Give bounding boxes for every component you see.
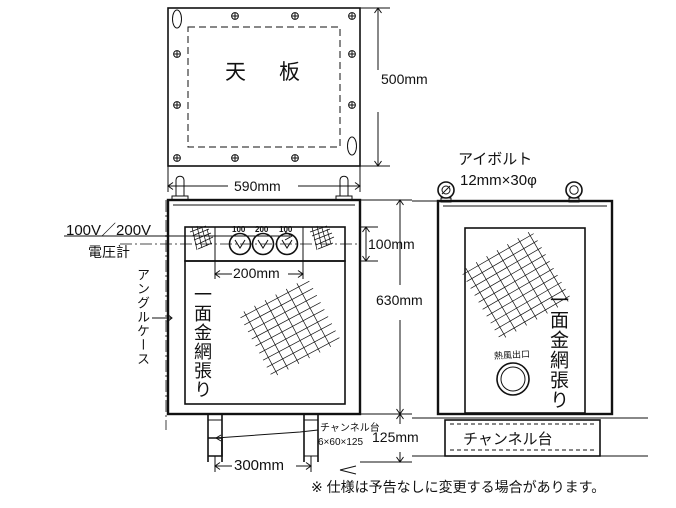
dim-label-100mm: 100mm: [368, 236, 415, 252]
eyebolt-title-label: アイボルト: [458, 151, 533, 168]
side-eyebolts: [437, 181, 583, 203]
panel-mesh-right: [309, 225, 335, 251]
dim-label-500mm: 500mm: [381, 71, 428, 87]
dim-label-200mm: 200mm: [233, 265, 280, 281]
dim-590mm: [167, 166, 361, 192]
channel-base-left-label: チャンネル台: [320, 423, 380, 434]
meter-scale-3: 100: [279, 225, 293, 234]
dim-label-300mm: 300mm: [234, 457, 285, 474]
voltage-label: 100V／200V: [66, 222, 152, 239]
dim-200mm: [214, 261, 304, 279]
dim-label-630mm: 630mm: [376, 292, 423, 308]
dim-100mm: [360, 226, 378, 262]
channel-base-spec-label: 6×60×125: [318, 437, 364, 448]
topview-title: 天 板: [225, 61, 306, 84]
channel-base-right-label: チャンネル台: [463, 431, 553, 448]
side-view-group: [412, 181, 648, 457]
side-mesh-label: 一面金網張り: [547, 290, 568, 410]
top-view-group: [167, 7, 361, 167]
dim-label-125mm: 125mm: [372, 429, 419, 445]
hot-air-outlet-label: 熱風出口: [493, 350, 531, 362]
footnote: ※ 仕様は予告なしに変更する場合があります。: [311, 479, 606, 495]
angle-case-leader: [152, 200, 173, 430]
side-door-mesh: [462, 231, 570, 338]
front-mesh-label: 一面金網張り: [192, 285, 212, 399]
dim-125mm: [360, 413, 412, 463]
meter-scale-1: 100: [232, 225, 246, 234]
voltmeter-label: 電圧計: [88, 244, 130, 260]
dim-label-590mm: 590mm: [234, 178, 281, 194]
eyebolt-spec-label: 12mm×30φ: [460, 172, 537, 189]
hot-air-outlet-circle: [496, 362, 530, 396]
front-door-mesh: [240, 280, 340, 376]
dim-300mm: [214, 456, 312, 472]
angle-case-label: アングルケース: [135, 268, 150, 366]
dim-500mm: [360, 7, 390, 167]
front-legs: [207, 414, 319, 462]
voltage-feed-line: [64, 231, 360, 245]
panel-mesh-left: [189, 225, 214, 251]
meter-scale-2: 200: [255, 225, 269, 234]
